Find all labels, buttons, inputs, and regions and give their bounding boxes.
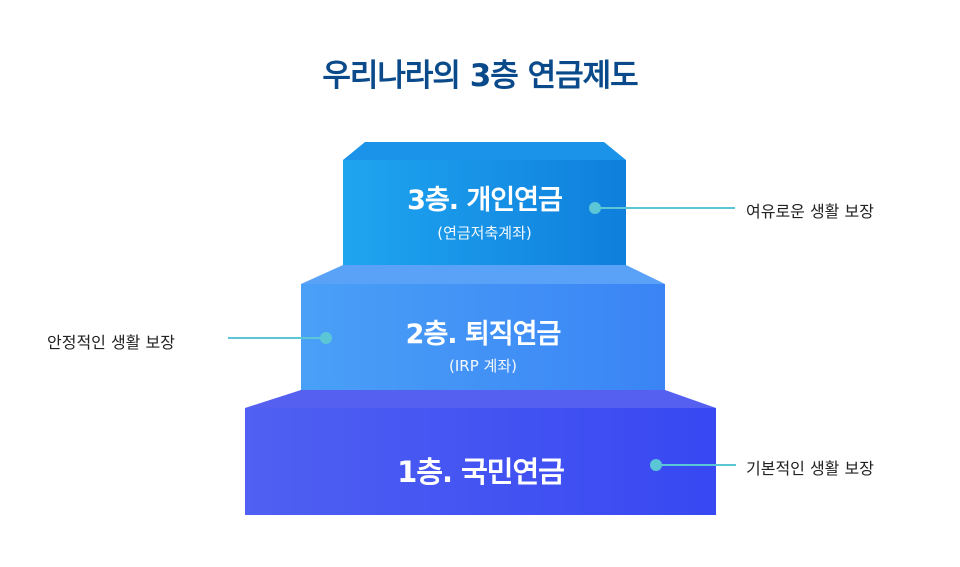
tier-3-connector-line — [595, 207, 735, 209]
tier-1-label: 1층. 국민연금 — [397, 455, 565, 489]
tier-2-connector-line — [228, 337, 326, 339]
tier-2-benefit: 안정적인 생활 보장 — [47, 333, 175, 352]
tier-3-top — [343, 142, 626, 160]
tier-1-benefit: 기본적인 생활 보장 — [746, 459, 874, 478]
tier-2-label: 2층. 퇴직연금 — [405, 319, 562, 350]
page-title: 우리나라의 3층 연금제도 — [322, 58, 638, 94]
tier-2-sublabel: (IRP 계좌) — [449, 357, 517, 375]
tier-3-benefit: 여유로운 생활 보장 — [746, 202, 874, 221]
tier-1-block — [245, 408, 716, 515]
tier-3-block — [343, 160, 626, 265]
tier-2-top — [301, 265, 665, 284]
tier-3-label: 3층. 개인연금 — [407, 185, 563, 216]
tier-2-block — [301, 284, 665, 390]
tier-2-connector-dot — [320, 332, 332, 344]
tier-1-connector-line — [656, 464, 736, 466]
tier-1-top — [245, 390, 716, 408]
tier-3-sublabel: (연금저축계좌) — [437, 224, 532, 242]
